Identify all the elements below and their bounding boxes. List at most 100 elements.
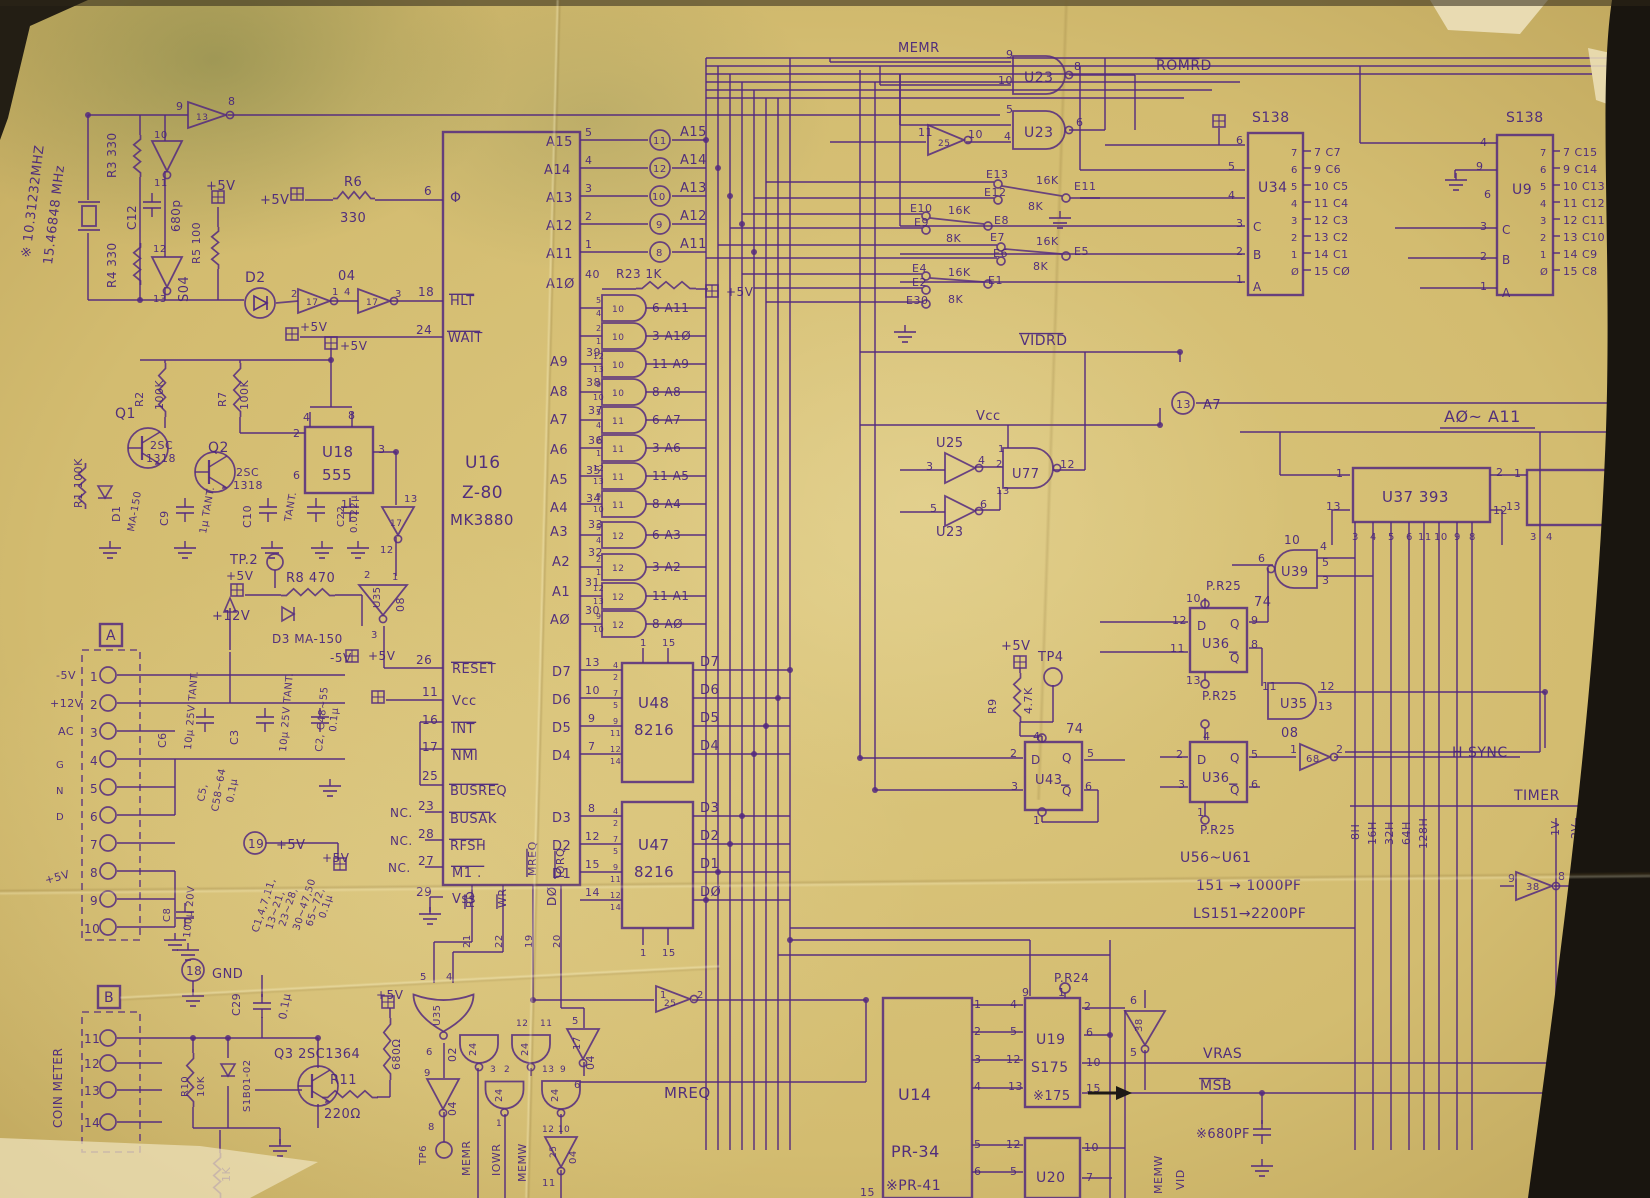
junction-dot (739, 813, 745, 819)
ground-icon (1251, 1159, 1273, 1177)
junction-dot (715, 165, 721, 171)
svg-text:D5: D5 (700, 711, 719, 726)
svg-text:C5,: C5, (196, 783, 210, 803)
svg-text:3: 3 (585, 182, 593, 195)
label-3: 3 (1236, 217, 1243, 230)
and-gate-icon (601, 582, 647, 610)
diode-icon (281, 605, 296, 623)
power-tap-icon (1013, 655, 1027, 669)
svg-text:100µ 20V: 100µ 20V (182, 885, 198, 938)
svg-text:C58~64: C58~64 (210, 767, 228, 812)
diode-icon (96, 485, 114, 500)
svg-text:12: 12 (612, 593, 624, 603)
label-c8: C8 (162, 908, 173, 922)
svg-text:P.R25: P.R25 (1202, 689, 1237, 703)
label-a15: A15 (680, 125, 706, 140)
label-e8: E8 (994, 214, 1008, 227)
pad-circle (99, 862, 117, 880)
label--5v: +5V (206, 179, 235, 194)
svg-text:M1 .: M1 . (452, 866, 482, 881)
label-2sc: 2SC (150, 439, 173, 452)
svg-text:5: 5 (596, 408, 602, 417)
label-330: 330 (340, 211, 366, 226)
pad-circle (1171, 391, 1195, 415)
label-12: 12 (380, 545, 393, 556)
label-12-10: 12 10 (542, 1125, 570, 1135)
label-1: 1 (640, 638, 646, 649)
junction-dot (787, 667, 793, 673)
label-e6: E6 (993, 247, 1007, 260)
label-14: 14 (84, 1116, 100, 1130)
capacitor-icon (341, 498, 359, 522)
svg-text:2SC: 2SC (150, 439, 173, 452)
inverter-gate-icon (1123, 1010, 1167, 1054)
junction-dot (715, 869, 721, 875)
label-2: 2 (613, 819, 618, 828)
svg-text:3 A2: 3 A2 (652, 560, 681, 574)
svg-text:U23: U23 (1024, 125, 1054, 141)
ic-box (98, 622, 124, 648)
junction-dot (393, 449, 399, 455)
label-5: 5 (1087, 747, 1094, 760)
svg-text:8K: 8K (946, 232, 961, 245)
svg-text:11 C4: 11 C4 (1314, 197, 1349, 210)
svg-text:U36: U36 (1202, 637, 1230, 652)
svg-text:34: 34 (586, 492, 601, 505)
label-6: 6 (1085, 780, 1092, 793)
svg-text:0.022µ: 0.022µ (349, 495, 360, 533)
resistor-icon (322, 1089, 378, 1099)
inverter-gate-icon (150, 140, 184, 180)
svg-text:10: 10 (593, 393, 604, 402)
label-8216: 8216 (634, 863, 674, 881)
label-u14: U14 (898, 1085, 931, 1104)
label-11-c4: 11 C4 (1314, 197, 1349, 210)
svg-text:1V: 1V (1549, 820, 1562, 836)
svg-text:+5V: +5V (726, 285, 754, 299)
label-d5: D5 (700, 711, 719, 726)
label-u43: U43 (1035, 773, 1062, 788)
ground-icon (174, 541, 196, 559)
svg-text:22: 22 (494, 934, 505, 948)
and-gate-icon (601, 322, 647, 350)
junction-dot (530, 997, 536, 1003)
label-13: 13 (153, 294, 166, 305)
label--5v: +5V (1001, 639, 1030, 654)
svg-text:MK3880: MK3880 (450, 511, 514, 529)
svg-text:4: 4 (446, 972, 453, 983)
label-d6: D6 (552, 693, 571, 708)
svg-text:E30: E30 (906, 294, 928, 307)
junction-dot (727, 841, 733, 847)
svg-text:AØ~ A11: AØ~ A11 (1444, 407, 1521, 426)
and-gate-icon (601, 462, 647, 490)
ground-icon (269, 1139, 291, 1157)
label-d3: D3 (700, 801, 719, 816)
label-a8: A8 (550, 385, 568, 400)
label-e4: E4 (912, 262, 926, 275)
svg-text:3: 3 (1540, 216, 1547, 227)
label-7: 7 (1086, 1171, 1093, 1184)
svg-text:15 C8: 15 C8 (1563, 265, 1598, 278)
label-5: 5 (1130, 1046, 1137, 1059)
label-16k: 16K (1036, 174, 1058, 187)
svg-text:+5V: +5V (322, 851, 350, 865)
label-e12: E12 (984, 186, 1006, 199)
label-vid: VID (1174, 1169, 1187, 1190)
label-d-: DØ (545, 886, 559, 906)
svg-text:E9: E9 (914, 216, 929, 229)
label-r23-1k: R23 1K (616, 267, 662, 281)
label-2: 2 (596, 555, 601, 564)
label-11-a1: 11 A1 (652, 589, 689, 603)
label-5: 5 (585, 126, 592, 139)
inverter-gate-icon (944, 494, 984, 528)
label-10-25v-tant-: 10µ 25V TANT. (183, 670, 201, 750)
label-4: 4 (1010, 998, 1017, 1011)
svg-text:10 C13: 10 C13 (1563, 180, 1605, 193)
resistor-icon (157, 363, 167, 417)
svg-text:3 A6: 3 A6 (652, 441, 681, 455)
resistor-icon (281, 587, 335, 597)
label-9: 9 (596, 612, 601, 621)
svg-text:13 C2: 13 C2 (1314, 231, 1349, 244)
svg-text:3: 3 (926, 460, 934, 473)
label-memw: MEMW (1152, 1155, 1165, 1194)
label-nmi: NMI (451, 748, 478, 764)
